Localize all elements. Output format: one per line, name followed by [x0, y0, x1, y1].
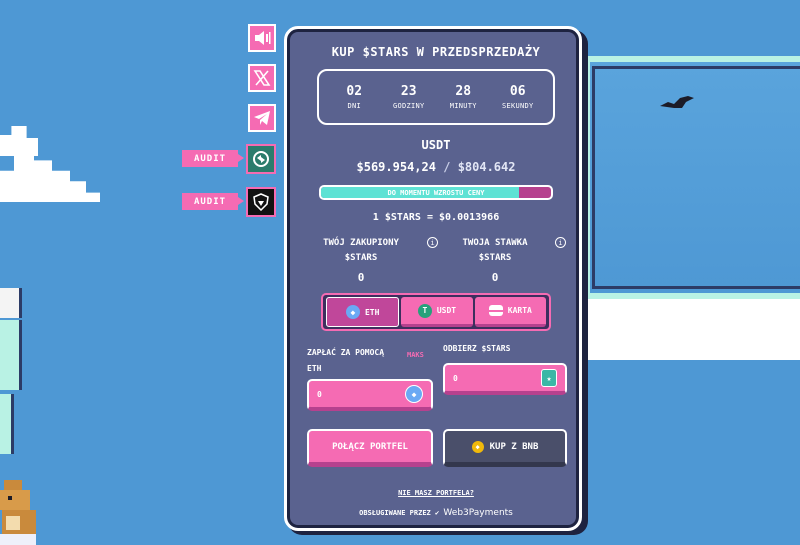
doge-mascot-icon	[0, 480, 36, 545]
receive-amount-value: 0	[453, 373, 458, 383]
audit-button-1[interactable]	[246, 144, 276, 174]
stars-token-icon: ★	[541, 369, 557, 387]
pay-label-currency: ETH	[307, 364, 322, 373]
max-button[interactable]: MAKS	[407, 351, 424, 359]
method-card[interactable]: KARTA	[474, 297, 546, 327]
countdown-minutes: 28 MINUTY	[438, 84, 488, 110]
web3payments-logo-icon: ✔	[434, 509, 440, 517]
pillar-top	[0, 288, 22, 318]
method-eth[interactable]: ◆ ETH	[326, 297, 400, 327]
purchased-info-icon[interactable]: i	[427, 237, 438, 248]
pay-amount-value: 0	[317, 389, 322, 399]
audit-tag-1[interactable]: AUDIT	[182, 150, 244, 167]
method-label: USDT	[436, 306, 457, 315]
x-icon	[253, 70, 271, 86]
pay-amount-input[interactable]: 0 ◆	[307, 379, 433, 411]
x-twitter-button[interactable]	[248, 64, 276, 92]
powered-by-label: OBSŁUGIWANE PRZEZ	[359, 509, 431, 517]
stake-info-icon[interactable]: i	[555, 237, 566, 248]
telegram-button[interactable]	[248, 104, 276, 132]
eth-icon: ◆	[345, 305, 360, 319]
eth-icon: ◆	[405, 385, 423, 403]
purchased-unit: $STARS	[344, 253, 378, 263]
connect-wallet-button[interactable]: POŁĄCZ PORTFEL	[307, 429, 433, 467]
progress-bar: DO MOMENTU WZROSTU CENY	[319, 185, 553, 200]
pay-with-label: ZAPŁAĆ ZA POMOCĄ ETH	[307, 345, 447, 377]
shield-icon	[253, 193, 269, 211]
stake-stat: TWOJA STAWKA $STARS 0	[435, 236, 555, 285]
usdt-icon: T	[417, 303, 432, 318]
widget-title: KUP $STARS W PRZEDSPRZEDAŻY	[331, 45, 541, 59]
pillar-base	[0, 394, 14, 454]
no-wallet-link[interactable]: NIE MASZ PORTFELA?	[398, 489, 474, 497]
token-price: 1 $STARS = $0.0013966	[372, 212, 500, 223]
countdown-label: MINUTY	[449, 102, 477, 110]
purchased-stat: TWÓJ ZAKUPIONY $STARS 0	[301, 236, 421, 285]
countdown-timer: 02 DNI 23 GODZINY 28 MINUTY 06 SEKUNDY	[317, 69, 555, 125]
method-usdt[interactable]: T USDT	[401, 297, 473, 327]
goal-value: $804.642	[457, 160, 516, 174]
pay-label-text: ZAPŁAĆ ZA POMOCĄ	[307, 348, 385, 357]
countdown-value: 02	[346, 84, 363, 99]
countdown-days: 02 DNI	[329, 84, 379, 110]
receive-amount-input[interactable]: 0 ★	[443, 363, 567, 395]
stake-label: TWOJA STAWKA	[462, 238, 528, 248]
countdown-label: GODZINY	[392, 102, 425, 110]
bnb-icon: ◆	[471, 440, 484, 453]
raised-separator: /	[443, 160, 451, 174]
receive-label: ODBIERZ $STARS	[443, 344, 511, 353]
progress-label: DO MOMENTU WZROSTU CENY	[387, 188, 485, 197]
countdown-label: DNI	[347, 102, 362, 110]
audit-button-2[interactable]	[246, 187, 276, 217]
frame-rail-inner	[592, 66, 800, 289]
bnb-button-label: KUP Z BNB	[489, 441, 539, 452]
telegram-icon	[254, 111, 270, 125]
countdown-label: SEKUNDY	[501, 102, 534, 110]
cloud-left	[0, 150, 100, 202]
purchased-value: 0	[357, 271, 365, 284]
card-icon	[488, 305, 503, 316]
payment-method-tabs: ◆ ETH T USDT KARTA	[321, 293, 551, 331]
buy-with-bnb-button[interactable]: ◆ KUP Z BNB	[443, 429, 567, 467]
countdown-value: 06	[509, 84, 526, 99]
powered-brand: Web3Payments	[443, 508, 513, 518]
raised-amount: $569.954,24 / $804.642	[287, 160, 585, 174]
purchased-label: TWÓJ ZAKUPIONY	[323, 238, 399, 248]
countdown-value: 28	[455, 84, 472, 99]
progress-fill	[321, 187, 519, 198]
countdown-hours: 23 GODZINY	[384, 84, 434, 110]
pillar	[0, 320, 22, 390]
social-button-top[interactable]	[248, 24, 276, 52]
currency-label: USDT	[421, 138, 451, 152]
countdown-value: 23	[400, 84, 417, 99]
powered-by: OBSŁUGIWANE PRZEZ ✔ Web3Payments	[287, 508, 585, 518]
presale-widget: KUP $STARS W PRZEDSPRZEDAŻY 02 DNI 23 GO…	[284, 26, 582, 531]
raised-value: $569.954,24	[356, 160, 436, 174]
method-label: KARTA	[507, 306, 532, 315]
cloud-left-top	[0, 126, 38, 156]
audit-refresh-icon	[253, 151, 269, 167]
countdown-seconds: 06 SEKUNDY	[493, 84, 543, 110]
method-label: ETH	[364, 307, 380, 317]
bird-icon	[660, 96, 694, 108]
stake-value: 0	[491, 271, 499, 284]
stake-unit: $STARS	[478, 253, 512, 263]
frame-rail	[586, 56, 800, 299]
speaker-icon	[255, 31, 271, 45]
audit-tag-2[interactable]: AUDIT	[182, 193, 244, 210]
